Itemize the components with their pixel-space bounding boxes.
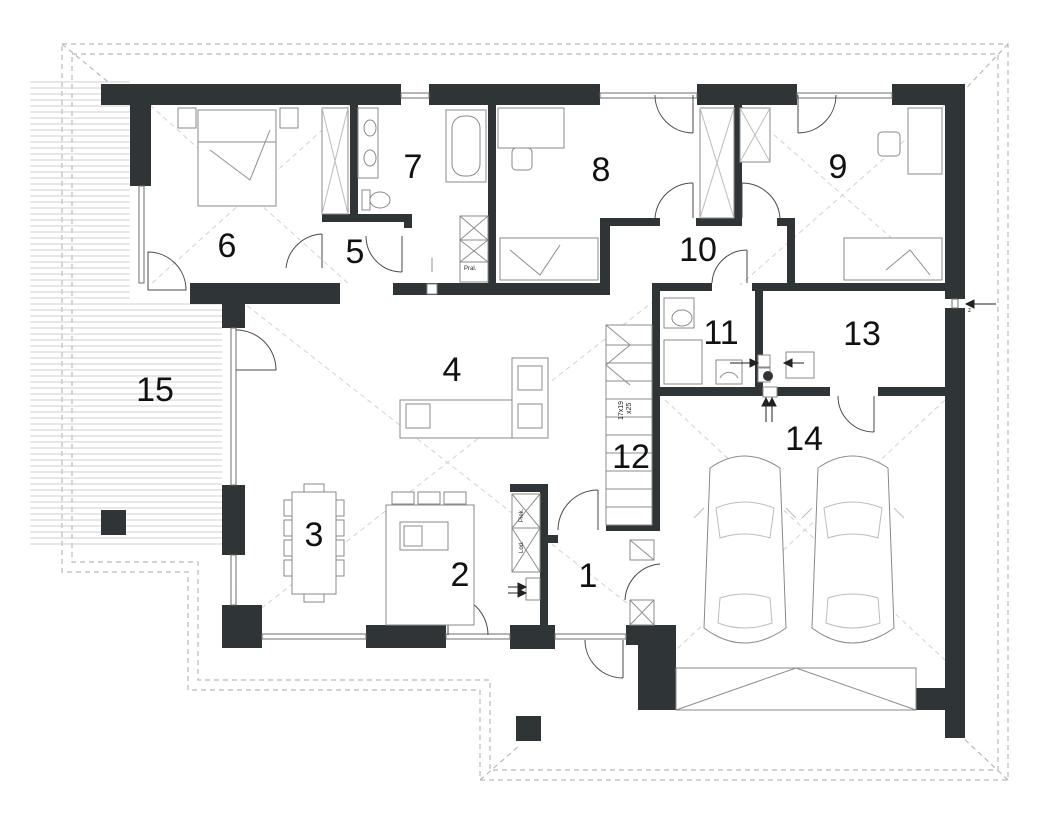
room-label-4: 4 [443, 351, 462, 389]
stairs-tread-label: x25 [626, 403, 633, 414]
room-labels: 1 2 3 4 5 6 7 8 9 10 11 12 13 14 15 [136, 148, 881, 595]
furniture [177, 107, 943, 711]
room-label-12: 12 [612, 438, 650, 476]
windows [138, 92, 959, 640]
room-label-1: 1 [579, 557, 598, 595]
room-label-10: 10 [679, 231, 717, 269]
doors [147, 94, 875, 679]
stairs-dims-label: 17x19 [618, 401, 625, 420]
room-label-13: 13 [843, 315, 881, 353]
room-label-6: 6 [218, 227, 237, 265]
oven-label: Piek. [519, 508, 525, 522]
front-pillar [516, 716, 541, 741]
room-label-7: 7 [404, 148, 423, 186]
laundry-label: Pral. [464, 266, 477, 272]
room-label-11: 11 [703, 314, 738, 352]
room-label-2: 2 [451, 556, 470, 594]
fridge-label: Lod. [519, 541, 525, 553]
vent-marker-label: z [968, 308, 971, 314]
vent-arrows [508, 299, 996, 598]
terrace-pillar [101, 510, 126, 535]
room-label-14: 14 [785, 420, 823, 458]
room-label-3: 3 [305, 516, 324, 554]
room-label-15: 15 [136, 371, 174, 409]
terrace [30, 81, 222, 545]
walls [101, 84, 965, 738]
room-label-8: 8 [592, 151, 611, 189]
room-label-5: 5 [346, 233, 365, 271]
room-label-9: 9 [829, 148, 848, 186]
